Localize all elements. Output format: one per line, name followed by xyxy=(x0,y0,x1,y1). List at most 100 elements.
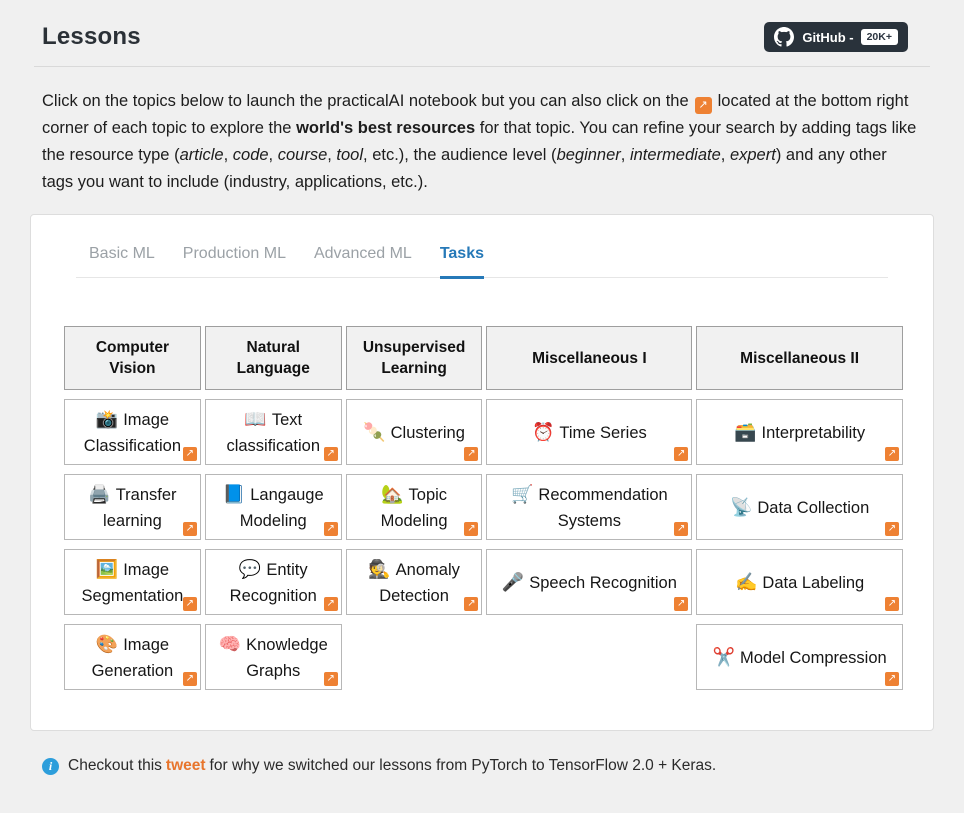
tab-basic-ml[interactable]: Basic ML xyxy=(89,245,155,262)
brain-emoji: 🧠 xyxy=(218,633,242,654)
task-label: Entity Recognition xyxy=(229,560,317,605)
column-header-miscellaneous-2: Miscellaneous II xyxy=(696,326,903,390)
task-language-modeling[interactable]: 📘Langauge Modeling ↗ xyxy=(204,474,342,540)
task-label: Time Series xyxy=(559,423,647,442)
palette-emoji: 🎨 xyxy=(95,633,119,654)
microphone-emoji: 🎤 xyxy=(501,571,525,592)
tab-tasks[interactable]: Tasks xyxy=(439,245,484,279)
task-label: Clustering xyxy=(390,423,465,442)
resource-launch-icon[interactable]: ↗ xyxy=(464,597,479,611)
note-text-start: Checkout this xyxy=(68,757,162,774)
launch-arrow-glyph: ↗ xyxy=(887,448,897,459)
resource-launch-icon[interactable]: ↗ xyxy=(884,522,899,536)
task-recommendation-systems[interactable]: 🛒Recommendation Systems ↗ xyxy=(486,474,693,540)
column-natural-language: Natural Language 📖Text classification ↗ … xyxy=(204,326,342,690)
resource-launch-icon[interactable]: ↗ xyxy=(464,447,479,461)
task-knowledge-graphs[interactable]: 🧠Knowledge Graphs ↗ xyxy=(204,624,342,690)
task-text-classification[interactable]: 📖Text classification ↗ xyxy=(204,399,342,465)
resource-launch-icon[interactable]: ↗ xyxy=(674,447,689,461)
intro-text: Click on the topics below to launch the … xyxy=(42,92,689,110)
tab-advanced-ml[interactable]: Advanced ML xyxy=(313,245,412,262)
task-model-compression[interactable]: ✂️Model Compression ↗ xyxy=(696,624,903,690)
info-icon: i xyxy=(42,757,59,775)
task-image-generation[interactable]: 🎨Image Generation ↗ xyxy=(64,624,201,690)
intro-text: , xyxy=(223,146,233,164)
launch-arrow-glyph: ↗ xyxy=(326,448,335,459)
resource-launch-icon[interactable]: ↗ xyxy=(323,597,338,611)
dango-emoji: 🍡 xyxy=(363,421,386,442)
page-title: Lessons xyxy=(42,23,141,50)
task-label: Data Labeling xyxy=(762,573,865,592)
tweet-link[interactable]: tweet xyxy=(165,757,206,774)
launch-arrow-glyph: ↗ xyxy=(887,523,897,534)
intro-text: ) and any other tags you want to include… xyxy=(42,146,887,191)
resource-launch-icon[interactable]: ↗ xyxy=(323,447,338,461)
intro-text: , xyxy=(327,146,337,164)
intro-italic-tool: tool xyxy=(336,146,364,164)
resource-launch-icon[interactable]: ↗ xyxy=(884,597,899,611)
resource-launch-icon[interactable]: ↗ xyxy=(182,447,197,461)
task-time-series[interactable]: ⏰Time Series ↗ xyxy=(486,399,693,465)
task-entity-recognition[interactable]: 💬Entity Recognition ↗ xyxy=(204,549,342,615)
launch-arrow-glyph: ↗ xyxy=(677,523,686,534)
resource-launch-icon[interactable]: ↗ xyxy=(182,597,197,611)
github-octocat-icon xyxy=(774,27,795,47)
resource-launch-icon[interactable]: ↗ xyxy=(323,522,338,536)
framed-picture-emoji: 🖼️ xyxy=(95,558,119,579)
github-button[interactable]: GitHub - 20K+ xyxy=(764,22,908,52)
external-link-icon[interactable]: ↗ xyxy=(694,97,712,114)
launch-arrow-glyph: ↗ xyxy=(677,448,686,459)
intro-text: , etc.), the audience level ( xyxy=(363,146,557,164)
launch-arrow-glyph: ↗ xyxy=(887,598,897,609)
column-miscellaneous-1: Miscellaneous I ⏰Time Series ↗ 🛒Recommen… xyxy=(486,326,693,690)
task-anomaly-detection[interactable]: 🕵️Anomaly Detection ↗ xyxy=(345,549,483,615)
resource-launch-icon[interactable]: ↗ xyxy=(182,522,197,536)
resource-launch-icon[interactable]: ↗ xyxy=(182,672,197,686)
intro-text: for that topic. You can refine your sear… xyxy=(42,119,917,164)
resource-launch-icon[interactable]: ↗ xyxy=(674,522,689,536)
satellite-antenna-emoji: 📡 xyxy=(729,496,753,517)
resource-launch-icon[interactable]: ↗ xyxy=(884,672,899,686)
launch-arrow-glyph: ↗ xyxy=(467,448,476,459)
task-data-labeling[interactable]: ✍️Data Labeling ↗ xyxy=(696,549,903,615)
writing-hand-emoji: ✍️ xyxy=(734,571,758,592)
info-glyph: i xyxy=(48,758,53,773)
column-unsupervised-learning: Unsupervised Learning 🍡Clustering ↗ 🏡Top… xyxy=(345,326,483,690)
intro-text: located at the bottom right corner of ea… xyxy=(42,92,909,137)
task-label: Image Classification xyxy=(83,410,182,455)
page: Lessons GitHub - 20K+ Click on the topic… xyxy=(30,0,934,775)
task-label: Image Generation xyxy=(91,635,174,680)
task-image-classification[interactable]: 📸Image Classification ↗ xyxy=(64,399,201,465)
column-header-natural-language: Natural Language xyxy=(204,326,342,390)
note-text-end: for why we switched our lessons from PyT… xyxy=(209,757,717,774)
task-transfer-learning[interactable]: 🖨️Transfer learning ↗ xyxy=(64,474,201,540)
launch-arrow-glyph: ↗ xyxy=(887,673,897,684)
shopping-cart-emoji: 🛒 xyxy=(510,483,534,504)
task-label: Langauge Modeling xyxy=(239,485,324,530)
resource-launch-icon[interactable]: ↗ xyxy=(884,447,899,461)
intro-italic-beginner: beginner xyxy=(556,146,621,164)
open-book-emoji: 📖 xyxy=(244,408,267,429)
task-label: Model Compression xyxy=(739,648,887,667)
card-file-box-emoji: 🗃️ xyxy=(734,421,757,442)
page-header: Lessons GitHub - 20K+ xyxy=(30,0,934,66)
launch-arrow-glyph: ↗ xyxy=(185,523,195,534)
task-topic-modeling[interactable]: 🏡Topic Modeling ↗ xyxy=(345,474,483,540)
column-computer-vision: Computer Vision 📸Image Classification ↗ … xyxy=(64,326,201,690)
column-miscellaneous-2: Miscellaneous II 🗃️Interpretability ↗ 📡D… xyxy=(696,326,903,690)
resource-launch-icon[interactable]: ↗ xyxy=(464,522,479,536)
task-clustering[interactable]: 🍡Clustering ↗ xyxy=(345,399,483,465)
intro-italic-article: article xyxy=(179,146,224,164)
task-speech-recognition[interactable]: 🎤Speech Recognition ↗ xyxy=(486,549,693,615)
task-interpretability[interactable]: 🗃️Interpretability ↗ xyxy=(696,399,903,465)
tab-production-ml[interactable]: Production ML xyxy=(182,245,286,262)
task-label: Recommendation Systems xyxy=(538,485,668,530)
detective-emoji: 🕵️ xyxy=(368,558,391,579)
task-data-collection[interactable]: 📡Data Collection ↗ xyxy=(696,474,903,540)
resource-launch-icon[interactable]: ↗ xyxy=(323,672,338,686)
intro-italic-intermediate: intermediate xyxy=(629,146,721,164)
intro-text: , xyxy=(268,146,278,164)
task-image-segmentation[interactable]: 🖼️Image Segmentation ↗ xyxy=(64,549,201,615)
resource-launch-icon[interactable]: ↗ xyxy=(674,597,689,611)
